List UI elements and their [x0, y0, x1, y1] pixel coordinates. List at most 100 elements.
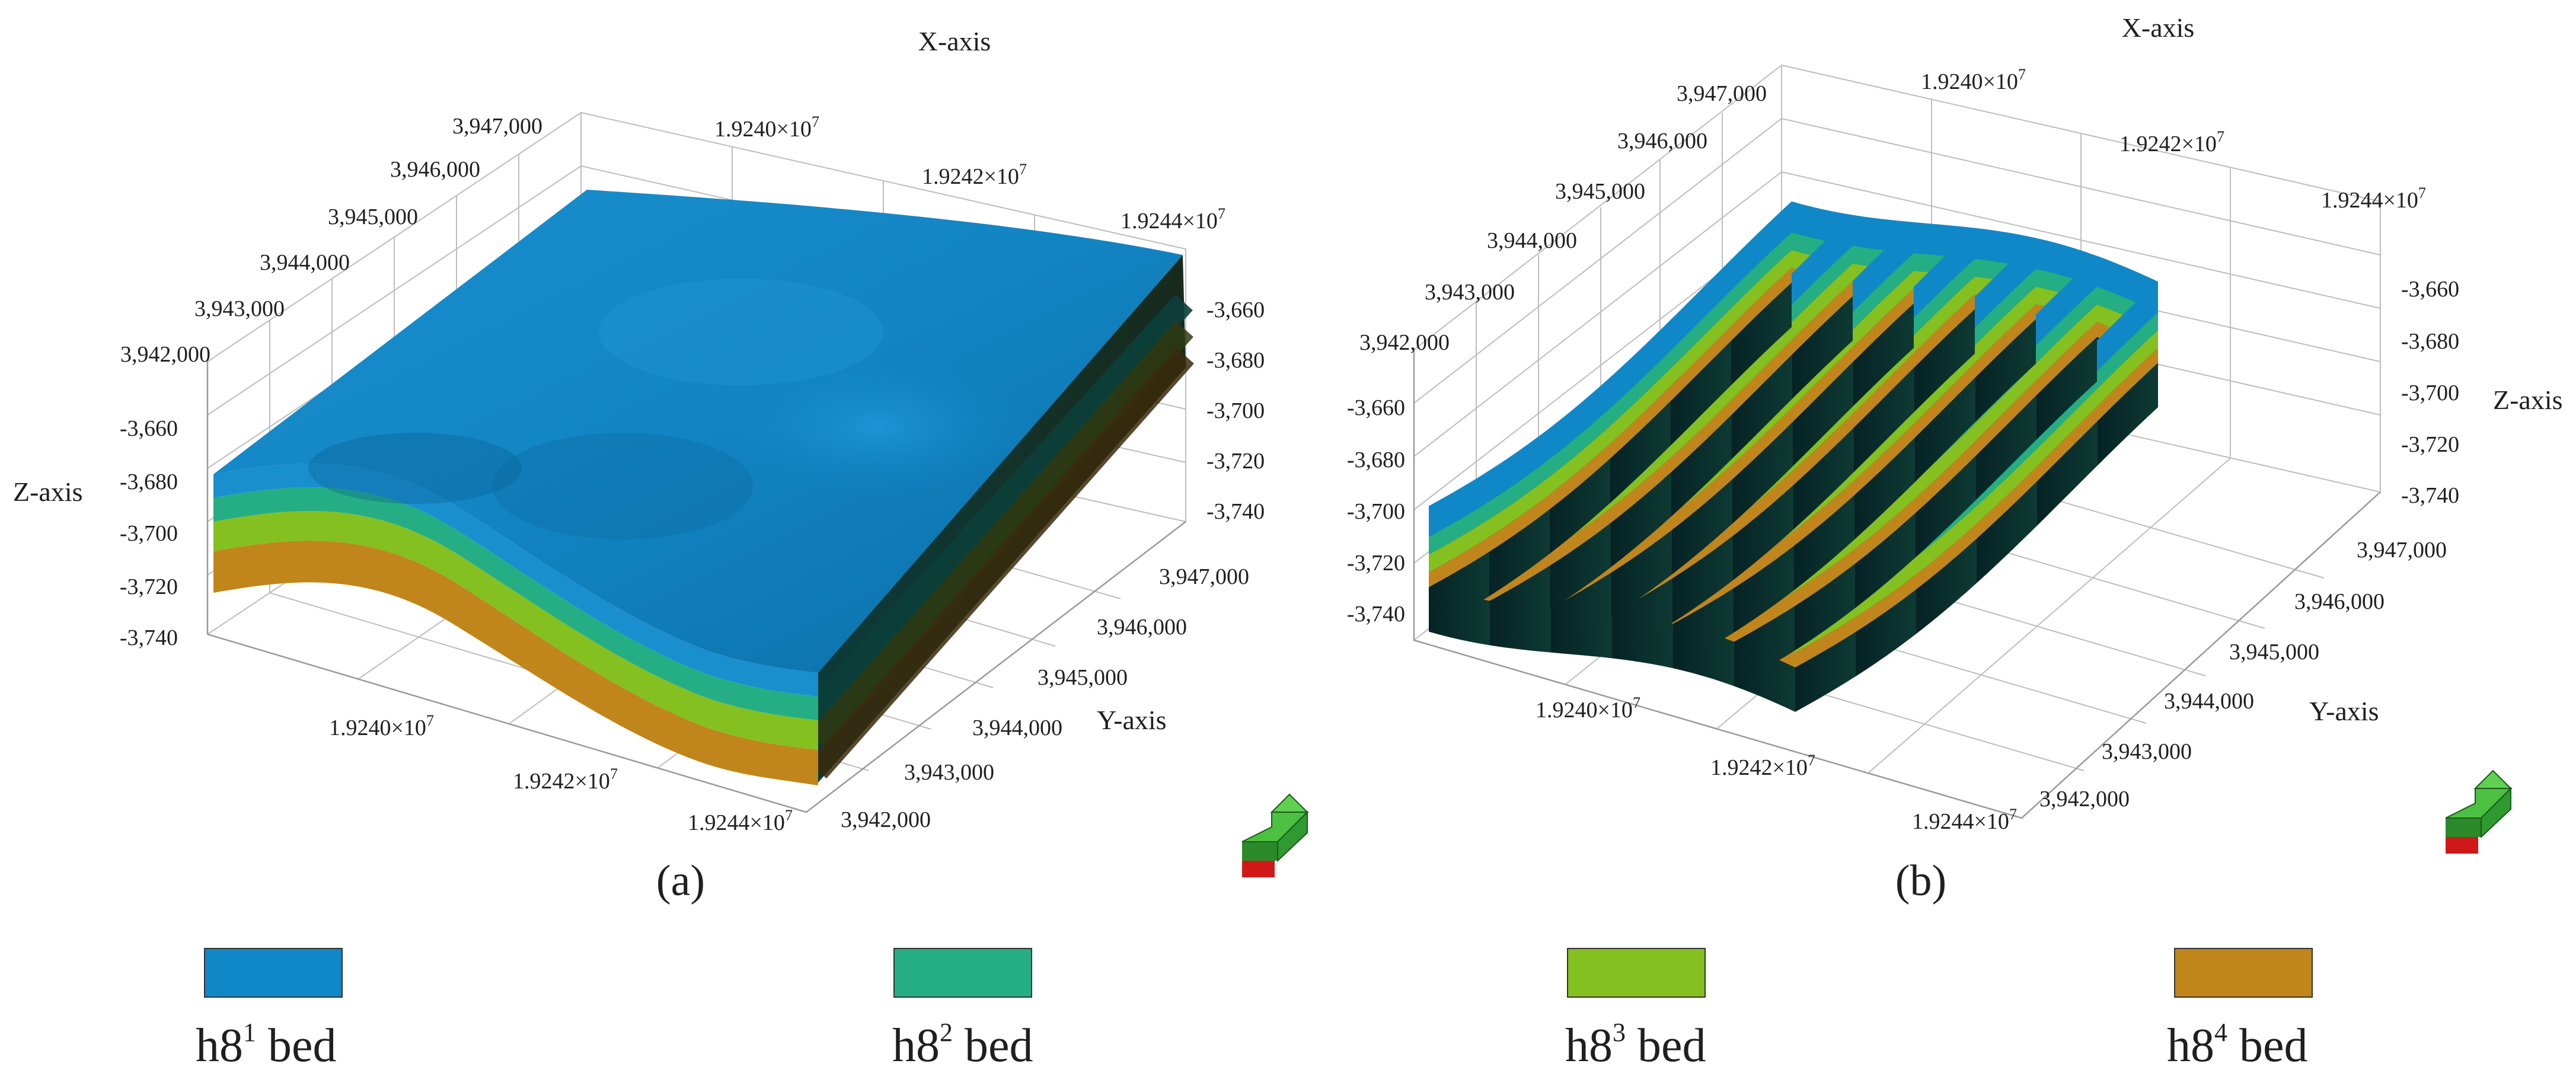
fence-wall-54: [1975, 238, 2036, 422]
panel-b-x-bottom-tick-0: 1.9240×107: [1536, 694, 1640, 723]
panel-b-y-left-tick-4: 3,943,000: [1425, 280, 1515, 305]
panel-b-y-left-tick-2: 3,945,000: [1555, 179, 1645, 204]
panel-b-z-axis-title: Z-axis: [2493, 385, 2563, 415]
panel-a-caption: (a): [656, 857, 705, 905]
panel-a-z-right-tick-2: -3,700: [1206, 398, 1265, 423]
panel-a-x-ticks-bottom: 1.9240×107 1.9242×107 1.9244×107: [329, 712, 793, 835]
panel-a: 1.9240×107 1.9242×107 1.9244×107 X-axis …: [13, 26, 1309, 905]
fence-wall-82: [1489, 427, 1550, 596]
panel-a-bed1-face: [213, 464, 818, 697]
panel-a-y-left-tick-3: 3,944,000: [260, 250, 350, 275]
panel-b-x-top-tick-0: 1.9240×107: [1921, 66, 2026, 94]
panel-a-y-left-tick-4: 3,943,000: [194, 296, 285, 321]
panel-b-x-bottom-tick-2: 1.9244×107: [1912, 806, 2017, 834]
panel-a-x-top-tick-1: 1.9242×107: [922, 161, 1027, 189]
orientation-arrow-icon: [2445, 769, 2513, 854]
fence-wall-60: [1914, 228, 1975, 412]
panel-b-y-ticks-right: 3,947,000 3,946,000 3,945,000 3,944,000 …: [2039, 538, 2447, 812]
legend-label-h8-1: h81 bed: [196, 1018, 337, 1070]
fence-wall-79: [1671, 259, 1731, 446]
panel-b-x-ticks-top: 1.9240×107 1.9242×107 1.9244×107: [1921, 66, 2426, 213]
panel-b-x-top-tick-2: 1.9244×107: [2321, 184, 2426, 213]
panel-a-z-left-tick-4: -3,740: [120, 625, 178, 650]
panel-a-z-right-tick-0: -3,660: [1206, 298, 1265, 322]
panel-a-x-bottom-tick-1: 1.9242×107: [513, 765, 618, 794]
panel-a-block: [213, 190, 1194, 785]
panel-b-z-right-tick-2: -3,700: [2401, 381, 2459, 405]
fence-wall-80: [1610, 320, 1671, 503]
panel-b-z-left-tick-4: -3,740: [1347, 602, 1405, 627]
panel-a-x-bottom-tick-0: 1.9240×107: [329, 712, 434, 740]
panel-a-z-ticks-left: -3,660 -3,680 -3,700 -3,720 -3,740: [120, 416, 178, 650]
panel-a-y-right-tick-1: 3,946,000: [1097, 615, 1187, 640]
panel-b-fence-diagram: [1429, 201, 2158, 712]
legend-item-h8-3: h83 bed: [1565, 948, 1706, 1070]
panel-b-y-left-tick-0: 3,947,000: [1677, 81, 1767, 106]
panel-b-y-right-tick-3: 3,944,000: [2164, 689, 2254, 714]
panel-b-y-right-tick-4: 3,943,000: [2102, 739, 2192, 764]
panel-a-y-right-tick-4: 3,943,000: [904, 760, 994, 785]
panel-a-z-right-tick-1: -3,680: [1206, 348, 1265, 373]
panel-b-y-axis-title: Y-axis: [2309, 696, 2379, 726]
panel-b-z-left-tick-0: -3,660: [1347, 395, 1405, 420]
panel-a-y-right-tick-0: 3,947,000: [1159, 564, 1249, 589]
fence-wall-72: [1792, 215, 1853, 399]
panel-a-x-top-tick-0: 1.9240×107: [714, 113, 819, 142]
panel-b-y-right-tick-2: 3,945,000: [2229, 640, 2319, 665]
panel-a-y-ticks-left: 3,947,000 3,946,000 3,945,000 3,944,000 …: [120, 114, 542, 367]
legend-swatch-h8-3: [1567, 948, 1706, 998]
panel-a-z-right-tick-3: -3,720: [1206, 449, 1265, 474]
panel-a-y-left-tick-5: 3,942,000: [120, 342, 210, 367]
panel-a-y-right-tick-2: 3,945,000: [1038, 665, 1128, 690]
panel-b-z-left-tick-2: -3,700: [1347, 499, 1405, 524]
legend-item-h8-4: h84 bed: [2167, 948, 2313, 1070]
panel-b-z-right-tick-3: -3,720: [2401, 432, 2459, 457]
panel-b-z-left-tick-1: -3,680: [1347, 448, 1405, 472]
panel-a-z-ticks-right: -3,660 -3,680 -3,700 -3,720 -3,740: [1206, 298, 1265, 524]
panel-b-z-ticks-left: -3,660 -3,680 -3,700 -3,720 -3,740: [1347, 395, 1405, 627]
panel-b-z-left-tick-3: -3,720: [1347, 551, 1405, 576]
fence-wall-83: [1429, 470, 1489, 632]
fence-wall-78: [1731, 201, 1792, 385]
panel-a-bed3-face: [213, 511, 818, 750]
panel-a-z-left-tick-0: -3,660: [120, 416, 178, 441]
fence-wall-42: [2098, 282, 2158, 466]
panel-a-x-top-tick-2: 1.9244×107: [1121, 205, 1225, 234]
panel-a-y-ticks-right: 3,947,000 3,946,000 3,945,000 3,944,000 …: [841, 564, 1249, 832]
panel-a-z-left-tick-2: -3,700: [120, 521, 178, 546]
panel-b-y-left-tick-1: 3,946,000: [1617, 129, 1707, 154]
fence-wall-81: [1550, 377, 1610, 554]
panel-b-z-right-tick-0: -3,660: [2401, 277, 2459, 302]
panel-a-y-left-tick-0: 3,947,000: [452, 114, 542, 139]
panel-a-z-right-tick-4: -3,740: [1206, 499, 1265, 524]
legend-label-h8-2: h82 bed: [892, 1018, 1033, 1070]
panel-b-caption: (b): [1895, 857, 1946, 905]
fence-wall-48: [2036, 255, 2097, 440]
panel-b-z-right-tick-4: -3,740: [2401, 483, 2459, 508]
panel-b-z-ticks-right: -3,660 -3,680 -3,700 -3,720 -3,740: [2401, 277, 2459, 508]
panel-a-y-axis-title: Y-axis: [1097, 705, 1167, 735]
legend-item-h8-1: h81 bed: [196, 948, 343, 1070]
legend-label-h8-4: h84 bed: [2167, 1018, 2308, 1070]
panel-b-y-left-tick-3: 3,944,000: [1487, 228, 1577, 253]
panel-a-z-axis-title: Z-axis: [13, 477, 83, 507]
legend-item-h8-2: h82 bed: [892, 948, 1033, 1070]
panel-b-y-left-tick-5: 3,942,000: [1359, 330, 1450, 355]
legend-swatch-h8-4: [2174, 948, 2313, 998]
legend-swatch-h8-2: [893, 948, 1032, 998]
panel-b-y-right-tick-5: 3,942,000: [2039, 787, 2130, 812]
panel-a-y-left-tick-2: 3,945,000: [328, 205, 418, 229]
panel-a-bed4-face: [213, 541, 818, 785]
panel-a-z-left-tick-1: -3,680: [120, 469, 178, 494]
panel-a-x-ticks-top: 1.9240×107 1.9242×107 1.9244×107: [714, 113, 1225, 234]
panel-a-top-surface: [213, 190, 1183, 673]
panel-b-x-axis-title: X-axis: [2122, 12, 2195, 43]
panel-b-y-right-tick-0: 3,947,000: [2357, 538, 2447, 563]
legend-swatch-h8-1: [204, 948, 343, 998]
panel-a-y-left-tick-1: 3,946,000: [390, 157, 480, 182]
fence-wall-66: [1853, 222, 1914, 406]
panel-a-y-right-tick-3: 3,944,000: [972, 716, 1062, 740]
legend-label-h8-3: h83 bed: [1565, 1018, 1706, 1070]
panel-b-z-right-tick-1: -3,680: [2401, 329, 2459, 354]
